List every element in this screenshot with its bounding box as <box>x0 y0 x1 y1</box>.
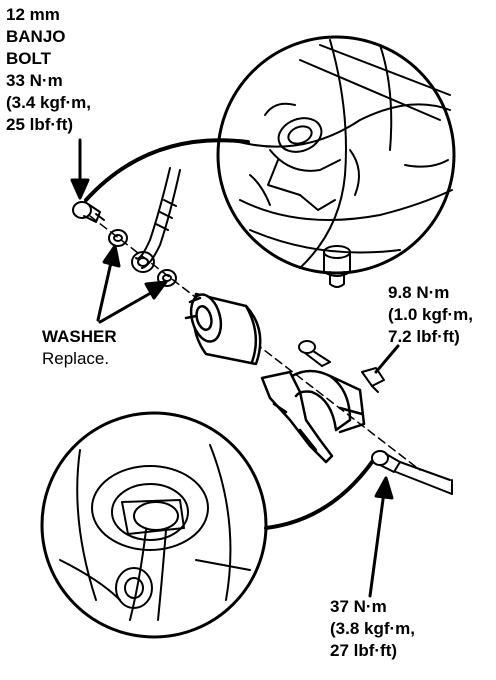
outlet-nut-torque-kgf: (3.8 kgf·m, <box>330 619 416 638</box>
mount-bolt-icon <box>298 340 331 367</box>
mount-bolt-torque-lbf: 7.2 lbf·ft) <box>388 327 460 346</box>
mount-bolt-torque-label: 9.8 N·m (1.0 kgf·m, 7.2 lbf·ft) <box>388 282 473 348</box>
leader-mid-torque <box>374 344 400 374</box>
fuel-filter-icon <box>184 292 262 366</box>
washer-icon <box>108 229 128 247</box>
banjo-bolt-name-2: BOLT <box>6 49 52 68</box>
filter-bracket-icon <box>260 369 366 464</box>
outlet-nut-torque-lbf: 27 lbf·ft) <box>330 641 398 660</box>
vent-part <box>323 245 351 288</box>
banjo-fitting-icon <box>131 251 155 273</box>
banjo-bolt-size: 12 mm <box>6 5 60 24</box>
arrow-washer-2 <box>98 280 168 324</box>
mount-bolt-torque-nm: 9.8 N·m <box>388 283 450 302</box>
arrow-banjo <box>70 138 90 200</box>
banjo-bolt-torque-lbf: 25 lbf·ft) <box>6 115 74 134</box>
arrow-washer-1 <box>96 244 121 322</box>
detail-circle-bottom <box>40 411 268 639</box>
banjo-bolt-torque-kgf: (3.4 kgf·m, <box>6 93 92 112</box>
outlet-nut-torque-label: 37 N·m (3.8 kgf·m, 27 lbf·ft) <box>330 596 415 662</box>
arrow-outlet-nut <box>368 476 394 598</box>
outlet-nut-icon <box>371 450 453 495</box>
banjo-bolt-torque-nm: 33 N·m <box>6 71 63 90</box>
banjo-bolt-icon <box>72 201 105 223</box>
washer-note: Replace. <box>42 349 110 368</box>
banjo-bolt-label: 12 mm BANJO BOLT 33 N·m (3.4 kgf·m, 25 l… <box>6 4 91 136</box>
bracket-nut-icon <box>361 367 385 393</box>
washer-title: WASHER <box>42 327 117 346</box>
leader-bottom-circle <box>264 460 374 530</box>
banjo-bolt-name-1: BANJO <box>6 27 66 46</box>
leader-top-circle <box>84 138 250 202</box>
outlet-nut-torque-nm: 37 N·m <box>330 597 387 616</box>
mount-bolt-torque-kgf: (1.0 kgf·m, <box>388 305 474 324</box>
washer-label: WASHER Replace. <box>42 326 117 370</box>
detail-circle-top <box>216 35 456 275</box>
